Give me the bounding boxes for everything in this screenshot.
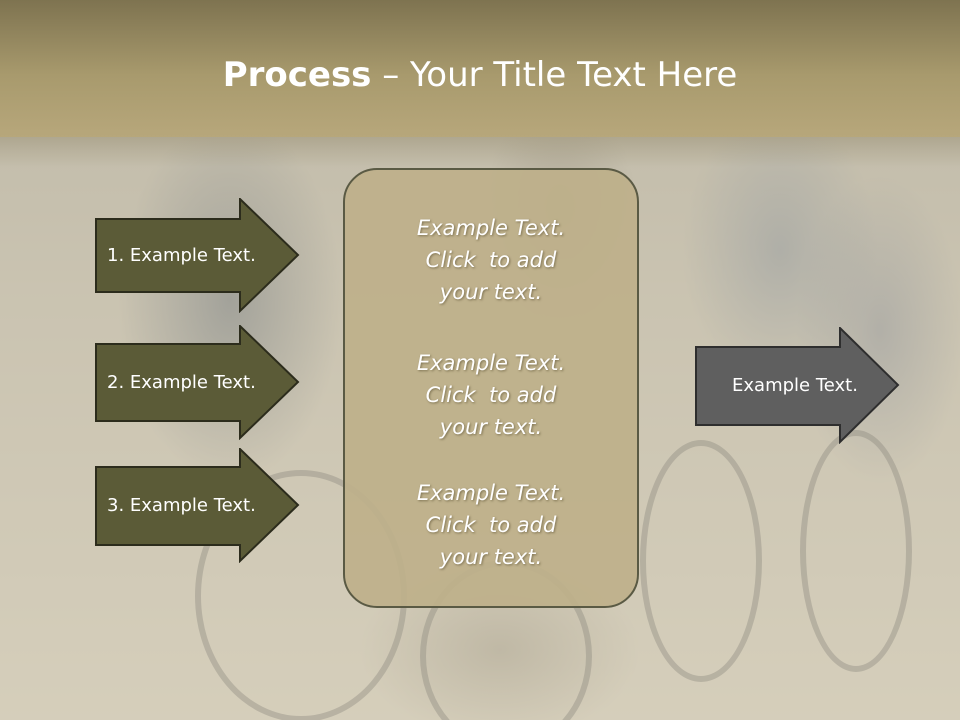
- right-arrow-icon: [95, 198, 300, 313]
- center-text-line: Example Text.: [416, 351, 566, 375]
- center-text-block-2[interactable]: Example Text. Click to add your text.: [343, 347, 639, 443]
- center-text-box[interactable]: [343, 168, 639, 608]
- result-arrow-label: Example Text.: [732, 375, 858, 396]
- step-arrow-label: 1. Example Text.: [107, 245, 256, 266]
- step-arrow-3[interactable]: 3. Example Text.: [95, 448, 300, 563]
- right-arrow-icon: [95, 325, 300, 440]
- center-text-line: your text.: [439, 545, 543, 569]
- result-arrow[interactable]: Example Text.: [695, 327, 900, 444]
- slide-title[interactable]: Process – Your Title Text Here: [0, 54, 960, 96]
- center-text-line: Click to add: [425, 248, 557, 272]
- center-text-line: Example Text.: [416, 216, 566, 240]
- title-bold: Process: [222, 55, 372, 95]
- title-band-shadow: [0, 137, 960, 167]
- center-text-line: Click to add: [425, 513, 557, 537]
- step-arrow-label: 3. Example Text.: [107, 495, 256, 516]
- center-text-block-1[interactable]: Example Text. Click to add your text.: [343, 212, 639, 308]
- center-text-line: Click to add: [425, 383, 557, 407]
- step-arrow-label: 2. Example Text.: [107, 372, 256, 393]
- title-band: [0, 0, 960, 137]
- center-text-line: your text.: [439, 280, 543, 304]
- title-rest: – Your Title Text Here: [371, 55, 738, 95]
- right-arrow-icon: [695, 327, 900, 444]
- center-text-line: Example Text.: [416, 481, 566, 505]
- center-text-block-3[interactable]: Example Text. Click to add your text.: [343, 477, 639, 573]
- center-text-line: your text.: [439, 415, 543, 439]
- step-arrow-1[interactable]: 1. Example Text.: [95, 198, 300, 313]
- step-arrow-2[interactable]: 2. Example Text.: [95, 325, 300, 440]
- right-arrow-icon: [95, 448, 300, 563]
